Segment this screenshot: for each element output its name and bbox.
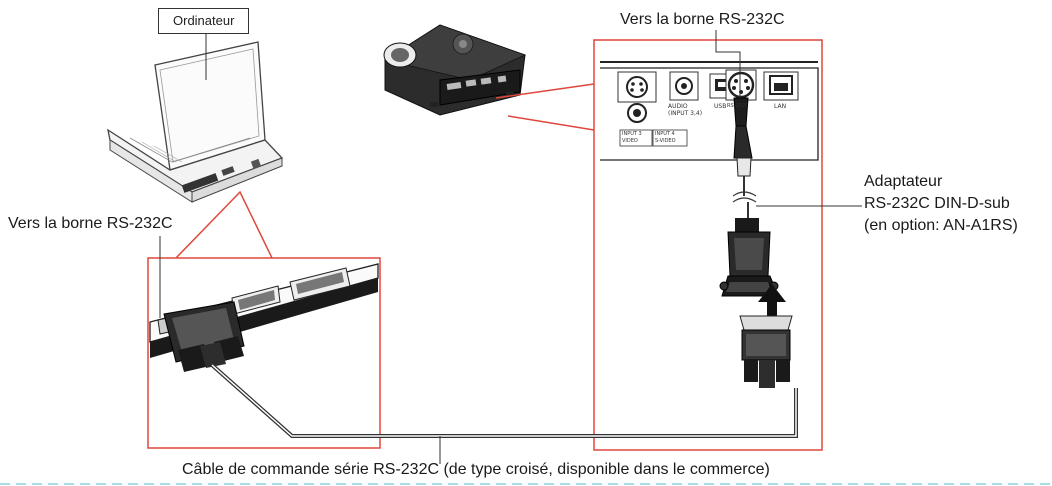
cable-dsub-projector — [739, 315, 793, 388]
panel-label-usb: USB — [714, 103, 727, 110]
projector-panel-callout — [495, 39, 823, 451]
cable-label: Câble de commande série RS-232C (de type… — [182, 461, 770, 478]
connect-arrow — [758, 284, 786, 316]
projector-terminal-leader — [715, 30, 741, 98]
panel-label-input3-sub: VIDEO — [622, 138, 638, 144]
projector-back-panel — [600, 61, 819, 161]
panel-label-lan: LAN — [774, 103, 787, 110]
adapter-dsub — [719, 218, 779, 297]
computer-label: Ordinateur — [158, 8, 250, 34]
adapter-label-line1: Adaptateur — [864, 173, 943, 190]
laptop-illustration — [107, 41, 284, 203]
computer-port-callout — [147, 190, 381, 449]
computer-terminal-label: Vers la borne RS-232C — [8, 215, 173, 232]
din-plug — [732, 97, 757, 222]
panel-label-rs232c: RS-232C — [727, 103, 749, 109]
panel-label-input3: INPUT 3 — [622, 131, 642, 137]
panel-label-audio: AUDIO — [668, 103, 688, 110]
panel-label-audio-sub: (INPUT 3,4) — [668, 110, 703, 117]
projector-illustration — [383, 24, 527, 116]
projector-terminal-label: Vers la borne RS-232C — [620, 11, 785, 28]
panel-label-input4-sub: S-VIDEO — [655, 138, 676, 144]
panel-label-input4: INPUT 4 — [655, 131, 675, 137]
adapter-label-line3: (en option: AN-A1RS) — [864, 217, 1018, 234]
adapter-label-line2: RS-232C DIN-D-sub — [864, 195, 1010, 212]
